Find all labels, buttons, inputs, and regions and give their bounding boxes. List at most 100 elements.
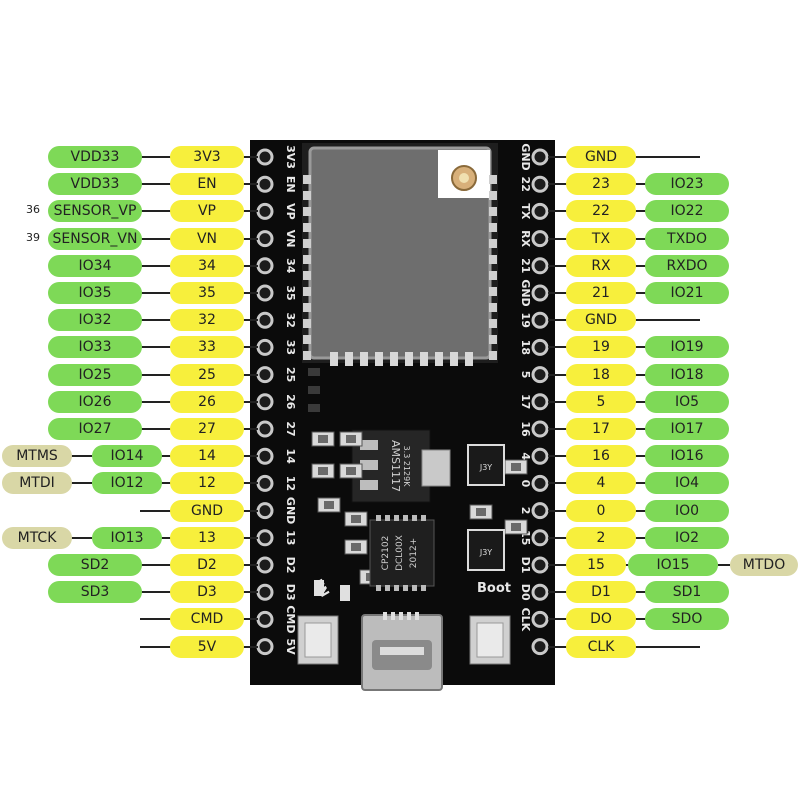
header-pin-right [531, 529, 549, 547]
silkscreen-label-right: TX [519, 203, 532, 220]
smd-component-body [511, 463, 521, 471]
header-pin-left [256, 502, 274, 520]
pin-label-5: 5 [566, 390, 636, 413]
header-pin-left [256, 447, 274, 465]
silkscreen-label-right: 0 [519, 480, 532, 488]
chip-pin [394, 515, 399, 521]
function-label-io5: IO5 [645, 390, 729, 413]
jtag-label-mtms: MTMS [2, 445, 72, 468]
module-pad-bottom [360, 352, 368, 366]
module-pad-side [489, 319, 497, 328]
header-pin-right [531, 257, 549, 275]
silkscreen-label-left: 34 [284, 258, 297, 274]
chip-pin [403, 515, 408, 521]
module-pad-side [489, 191, 497, 200]
silkscreen-label-left: 25 [284, 367, 297, 382]
function-label-sdo: SDO [645, 608, 729, 631]
pin-label-17: 17 [566, 418, 636, 440]
module-pad-side [303, 191, 311, 200]
module-pad-bottom [420, 352, 428, 366]
header-pin-right [531, 338, 549, 356]
via [308, 404, 320, 412]
header-pin-left [256, 366, 274, 384]
silkscreen-label-right: 5 [519, 371, 532, 379]
header-pin-right [531, 556, 549, 574]
en-button [304, 622, 332, 658]
pin-label-12: 12 [170, 472, 244, 495]
micro-usb-pin [399, 612, 403, 620]
chip-marking: CP2102 [381, 536, 391, 571]
module-pad-bottom [345, 352, 353, 366]
pin-label-clk: CLK [566, 635, 636, 658]
silkscreen-label-left: 26 [284, 394, 297, 410]
chip-marking: 2012+ [409, 538, 419, 568]
silkscreen-label-right: D1 [519, 557, 532, 574]
module-pad-side [489, 175, 497, 184]
header-pin-right [531, 175, 549, 193]
function-label-sd2: SD2 [48, 554, 142, 576]
silkscreen-label-left: D3 [284, 584, 297, 601]
function-label-io13: IO13 [92, 526, 162, 549]
header-pin-left [256, 529, 274, 547]
pin-label-0: 0 [566, 499, 636, 522]
pin-label-en: EN [170, 173, 244, 196]
function-label-io2: IO2 [645, 526, 729, 549]
module-pad-side [303, 175, 311, 184]
header-pin-left [256, 556, 274, 574]
silkscreen-label-left: 3V3 [284, 145, 297, 169]
module-pad-side [303, 287, 311, 296]
silkscreen-label-right: D0 [519, 584, 532, 601]
silkscreen-label-right: 22 [519, 177, 532, 192]
function-label-io15: IO15 [628, 554, 718, 576]
header-pin-right [531, 230, 549, 248]
chip-pin [421, 515, 426, 521]
module-pad-side [303, 239, 311, 248]
smd-component-body [351, 543, 361, 551]
pin-label-21: 21 [566, 282, 636, 304]
pin-label-32: 32 [170, 309, 244, 332]
silkscreen-label-right: 18 [519, 340, 532, 355]
header-pin-right [531, 420, 549, 438]
pin-label-18: 18 [566, 363, 636, 386]
module-pad-bottom [405, 352, 413, 366]
function-label-io12: IO12 [92, 472, 162, 495]
module-pad-side [489, 287, 497, 296]
transistor-marking: J3Y [479, 548, 492, 557]
header-pin-right [531, 610, 549, 628]
pin-label-3v3: 3V3 [170, 146, 244, 168]
smd-component-body [511, 523, 521, 531]
transistor-j3y-2 [467, 529, 505, 571]
header-pin-right [531, 583, 549, 601]
pin-label-vp: VP [170, 200, 244, 223]
smd-component-body [346, 467, 356, 475]
header-pin-right [531, 148, 549, 166]
module-pad-side [303, 351, 311, 360]
module-pad-side [489, 271, 497, 280]
chip-pin [394, 585, 399, 591]
silkscreen-label-right: CLK [519, 608, 532, 632]
pin-label-16: 16 [566, 445, 636, 468]
pin-label-do: DO [566, 608, 636, 631]
pin-label-13: 13 [170, 526, 244, 549]
header-pin-left [256, 420, 274, 438]
pin-label-33: 33 [170, 336, 244, 359]
smd-component-body [351, 515, 361, 523]
function-label-io4: IO4 [645, 472, 729, 495]
header-pin-left [256, 311, 274, 329]
function-label-io34: IO34 [48, 254, 142, 277]
pin-label-15: 15 [566, 554, 626, 576]
module-pad-bottom [465, 352, 473, 366]
pin-label-d2: D2 [170, 554, 244, 576]
function-label-io23: IO23 [645, 173, 729, 196]
regulator-pin [360, 460, 378, 470]
pin-label-gnd: GND [566, 146, 636, 168]
header-pin-right [531, 638, 549, 656]
ufl-connector-center [459, 173, 469, 183]
function-label-io33: IO33 [48, 336, 142, 359]
silkscreen-label-left: 13 [284, 530, 297, 545]
silkscreen-label-right: 17 [519, 394, 532, 409]
function-label-io35: IO35 [48, 282, 142, 304]
header-pin-left [256, 474, 274, 492]
regulator-pin [360, 480, 378, 490]
